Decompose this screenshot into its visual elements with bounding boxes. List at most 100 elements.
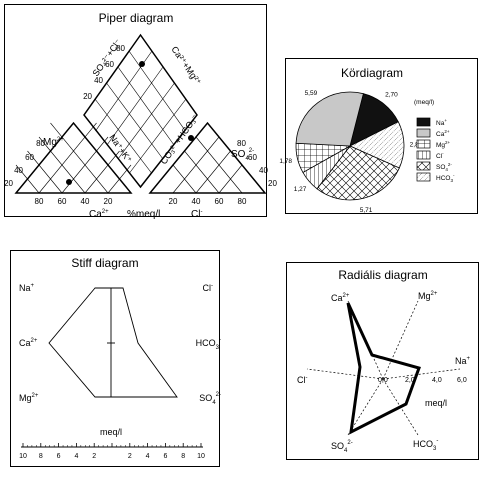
piper-tick: 40: [192, 197, 201, 206]
piper-point-left: [66, 179, 72, 185]
piper-so4-label: SO42-: [231, 148, 254, 162]
piper-point-diamond: [139, 61, 145, 67]
radial-unit: meq/l: [425, 398, 447, 408]
kor-title: Kördiagram: [341, 66, 403, 80]
radial-polygon: [346, 302, 421, 435]
kor-pie: 2,70 2,80 5,71 1,27 1,78 5,59: [279, 90, 422, 214]
stiff-tick-label: 2: [128, 453, 132, 460]
radial-label-mg: Mg2+: [418, 291, 438, 301]
radial-title: Radiális diagram: [338, 268, 427, 282]
piper-tick: 80: [36, 139, 45, 148]
legend-swatch: [416, 161, 431, 171]
legend-swatch: [416, 150, 431, 160]
pie-value-label: 2,70: [385, 92, 398, 99]
radial-label-hco3: HCO3-: [413, 438, 438, 452]
kor-svg: Kördiagram 2,70 2,80 5,71 1,27 1,78 5,59 Na+ C…: [279, 66, 455, 214]
piper-tick: 20: [104, 197, 113, 206]
piper-so4cl-label: SO₄²⁻+Cl⁻: [90, 37, 123, 78]
piper-tick: 20: [169, 197, 178, 206]
kor-legend: Na+ Ca2+ Mg2+ Cl- SO42-HCO3-: [416, 117, 455, 183]
stiff-tick-label: 4: [146, 453, 150, 460]
stiff-svg: Stiff diagram Na+ Ca2+ Mg2+ Cl- HCO3- SO…: [19, 256, 221, 460]
piper-tick: 60: [248, 153, 257, 162]
pie-slice: [295, 91, 364, 147]
radial-scale-tick: 6,0: [457, 377, 467, 384]
stiff-right-hco3: HCO3-: [196, 337, 221, 351]
piper-tick: 80: [238, 197, 247, 206]
legend-swatch: [416, 117, 431, 127]
stiff-ticks: 10 8 6 4 2 2 4 6 8 10: [19, 443, 205, 460]
stiff-axis-label: meq/l: [100, 427, 122, 437]
stiff-tick-label: 8: [181, 453, 185, 460]
piper-cl-label: Cl-: [191, 209, 202, 220]
stiff-tick-label: 6: [163, 453, 167, 460]
legend-label: SO42-: [436, 162, 452, 172]
stiff-title: Stiff diagram: [71, 256, 138, 270]
piper-left-triangle: [14, 121, 133, 194]
piper-diamond: [83, 33, 198, 189]
piper-mg-label: Mg2+: [43, 137, 64, 148]
stiff-tick-label: 8: [39, 453, 43, 460]
piper-ca-label: Ca2+: [89, 209, 109, 220]
piper-diamond-grid: [94, 50, 187, 174]
pie-value-label: 1,78: [279, 158, 292, 165]
stiff-tick-label: 10: [197, 453, 205, 460]
stiff-panel: Stiff diagram Na+ Ca2+ Mg2+ Cl- HCO3- SO…: [10, 250, 221, 467]
piper-tick: 80: [237, 139, 246, 148]
legend-label: Cl-: [436, 151, 444, 160]
pie-value-label: 5,71: [360, 207, 373, 214]
stiff-left-ca: Ca2+: [19, 338, 38, 348]
legend-label: Na+: [436, 118, 447, 127]
kor-unit: (meq/l): [414, 99, 434, 106]
piper-tick: 20: [83, 92, 92, 101]
piper-nak-label: Na⁺+K⁺: [107, 132, 134, 164]
legend-label: HCO3-: [436, 173, 455, 183]
legend-swatch: [416, 172, 431, 182]
piper-tick: 80: [35, 197, 44, 206]
legend-swatch: [416, 139, 431, 149]
stiff-tick-label: 10: [19, 453, 27, 460]
radial-label-so4: SO42-: [331, 440, 353, 454]
legend-label: Mg2+: [436, 140, 451, 149]
piper-meq-label: %meq/l: [127, 209, 160, 220]
stiff-tick-label: 2: [92, 453, 96, 460]
piper-tick: 60: [215, 197, 224, 206]
pie-slice: [316, 145, 400, 201]
piper-tick: 40: [94, 76, 103, 85]
piper-tick: 80: [116, 44, 125, 53]
radial-scale-tick: 4,0: [432, 377, 442, 384]
piper-tick: 20: [4, 179, 13, 188]
piper-right-grid: [172, 136, 243, 194]
piper-tick: 60: [105, 60, 114, 69]
stiff-tick-label: 4: [74, 453, 78, 460]
piper-tick: 40: [14, 166, 23, 175]
legend-swatch: [416, 128, 431, 138]
piper-tick: 60: [25, 153, 34, 162]
radial-scale-tick: 2,0: [405, 377, 415, 384]
piper-svg: Piper diagram 80 60 40 20 80 60 40 20 20…: [4, 11, 277, 220]
piper-title: Piper diagram: [99, 11, 174, 25]
radial-label-ca: Ca2+: [331, 293, 350, 303]
pie-value-label: 2,80: [410, 142, 423, 149]
stiff-polygon: [48, 287, 178, 398]
piper-tick: 20: [268, 179, 277, 188]
pie-value-label: 5,59: [305, 90, 318, 97]
piper-tick: 40: [259, 166, 268, 175]
piper-point-right: [188, 135, 194, 141]
legend-label: Ca2+: [436, 129, 450, 138]
radial-svg: Radiális diagram 0,0 2,0 4,0 6,0 Ca2+ Mg…: [297, 268, 471, 454]
radial-panel: Radiális diagram 0,0 2,0 4,0 6,0 Ca2+ Mg…: [286, 262, 479, 460]
piper-panel: Piper diagram 80 60 40 20 80 60 40 20 20…: [4, 4, 277, 220]
piper-right-triangle: [148, 121, 267, 194]
stiff-left-mg: Mg2+: [19, 393, 39, 403]
pie-value-label: 1,27: [294, 186, 307, 193]
stiff-tick-label: 6: [57, 453, 61, 460]
radial-label-na: Na+: [455, 356, 471, 366]
radial-scale-tick: 0,0: [378, 377, 388, 384]
kor-panel: Kördiagram 2,70 2,80 5,71 1,27 1,78 5,59 Na+ C…: [279, 58, 478, 214]
stiff-left-na: Na+: [19, 283, 35, 293]
radial-label-cl: Cl-: [297, 375, 308, 385]
piper-tick: 40: [81, 197, 90, 206]
piper-camg-label: Ca²⁺+Mg²⁺: [169, 44, 203, 87]
stiff-right-so4: SO42-: [199, 392, 221, 406]
